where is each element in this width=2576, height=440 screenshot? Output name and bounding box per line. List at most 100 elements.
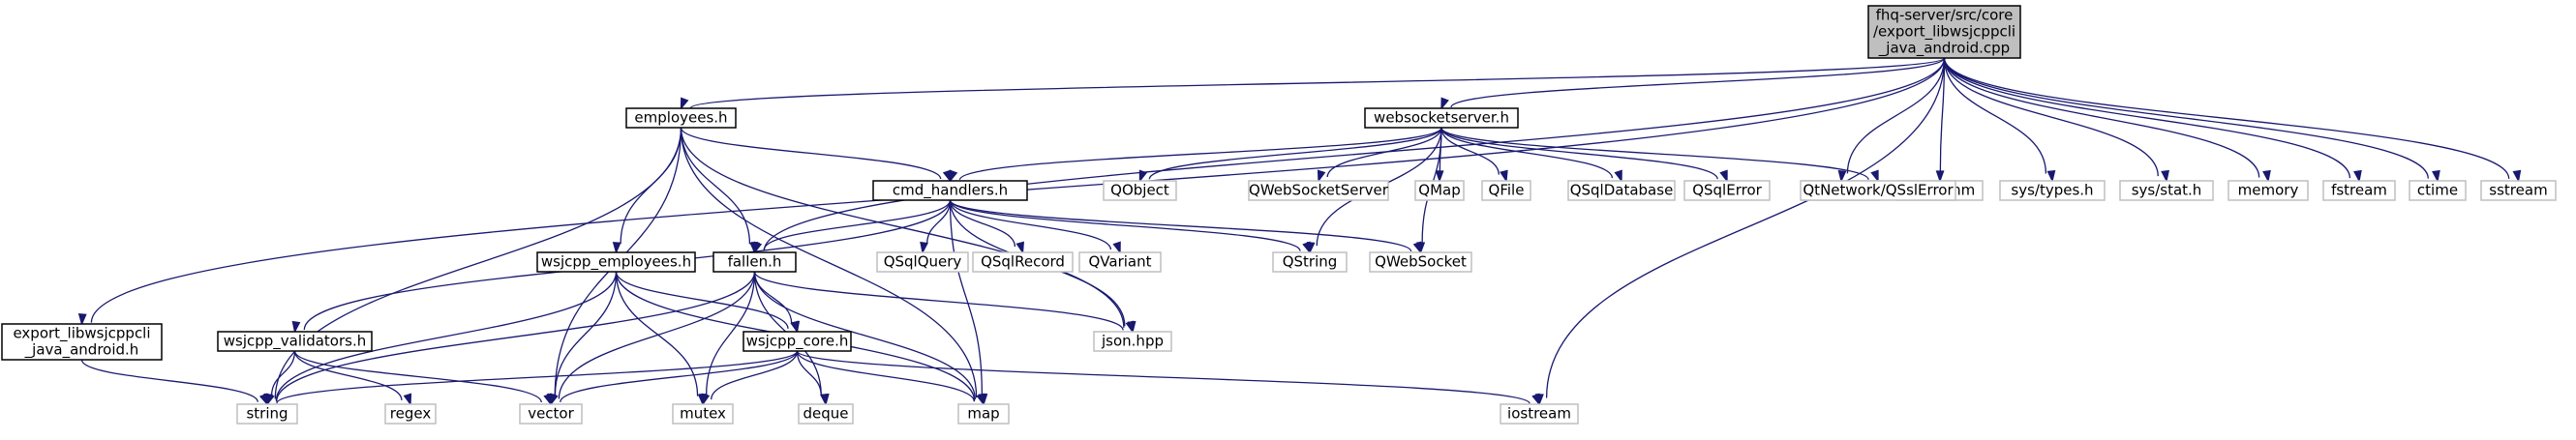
node-websocketserver-h[interactable]: websocketserver.h — [1364, 107, 1519, 129]
node-box — [1567, 180, 1676, 201]
node-qvariant: QVariant — [1078, 251, 1162, 273]
edge-wsjcpp-employees-h-to-vector — [547, 271, 618, 406]
node-label: sys/stat.h — [2132, 182, 2202, 199]
edge-websocketserver-h-to-qsqldatabase — [1440, 127, 1622, 183]
node-vector: vector — [519, 403, 583, 425]
node-wsjcpp-employees-h[interactable]: wsjcpp_employees.h — [536, 251, 696, 273]
node-label: map — [967, 405, 999, 423]
node-export-h[interactable]: export_libwsjcppcli_java_android.h — [1, 323, 163, 361]
edge-fallen-h-to-json-hpp — [753, 271, 1135, 334]
node-box — [1272, 251, 1348, 273]
node-label: regex — [390, 405, 432, 423]
node-box — [1800, 180, 1956, 201]
node-label: iostream — [1507, 405, 1571, 423]
node-fstream: fstream — [2322, 180, 2396, 201]
edge-websocketserver-h-to-qsqlerror — [1440, 127, 1728, 183]
node-qstring: QString — [1272, 251, 1348, 273]
node-box — [625, 107, 737, 129]
edge-root-to-sstream — [1943, 57, 2522, 183]
node-label: export_libwsjcppcli — [13, 325, 150, 343]
node-label: wsjcpp_validators.h — [224, 333, 366, 351]
node-box — [742, 331, 852, 352]
node-sys-types-h: sys/types.h — [1999, 180, 2106, 201]
node-wsjcpp-validators-h[interactable]: wsjcpp_validators.h — [217, 331, 373, 352]
node-label: string — [246, 405, 288, 423]
node-box — [1867, 5, 2021, 59]
node-box — [384, 403, 437, 425]
node-label: QtNetwork/QSslError — [1803, 182, 1954, 199]
node-qobject: QObject — [1103, 180, 1177, 201]
edge-wsjcpp-core-h-to-deque — [796, 350, 829, 406]
node-label: QVariant — [1088, 253, 1151, 271]
node-qfile: QFile — [1481, 180, 1531, 201]
edge-cmd-handlers-h-to-qstring — [949, 199, 1311, 254]
node-label: QSqlError — [1692, 182, 1762, 199]
node-fallen-h[interactable]: fallen.h — [712, 251, 797, 273]
node-sstream: sstream — [2480, 180, 2557, 201]
node-box — [217, 331, 373, 352]
node-qsqlrecord: QSqlRecord — [972, 251, 1074, 273]
edge-root-to-memory — [1943, 57, 2271, 183]
node-label: QWebSocket — [1375, 253, 1467, 271]
node-box — [1481, 180, 1531, 201]
node-label: fallen.h — [728, 253, 782, 271]
edge-root-to-algorithm — [1935, 57, 1946, 183]
node-label: websocketserver.h — [1374, 109, 1509, 127]
node-memory: memory — [2227, 180, 2309, 201]
node-qsqlerror: QSqlError — [1683, 180, 1771, 201]
node-label: fhq-server/src/core — [1876, 7, 2014, 24]
node-box — [2227, 180, 2309, 201]
node-cmd-handlers-h[interactable]: cmd_handlers.h — [872, 180, 1028, 201]
node-employees-h[interactable]: employees.h — [625, 107, 737, 129]
node-label: QFile — [1489, 182, 1525, 199]
node-label: QSqlRecord — [981, 253, 1065, 271]
node-ctime: ctime — [2409, 180, 2467, 201]
node-label: /export_libwsjcppcli — [1873, 23, 2015, 42]
node-box — [876, 251, 969, 273]
edge-employees-h-to-wsjcpp-employees-h — [612, 127, 682, 254]
node-root[interactable]: fhq-server/src/core/export_libwsjcppcli_… — [1867, 5, 2021, 59]
node-label: cmd_handlers.h — [893, 182, 1008, 200]
node-label: sstream — [2489, 182, 2547, 199]
node-box — [1248, 180, 1389, 201]
node-box — [1364, 107, 1519, 129]
node-mutex: mutex — [672, 403, 734, 425]
node-box — [1093, 331, 1172, 352]
node-box — [1999, 180, 2106, 201]
node-map: map — [957, 403, 1010, 425]
node-iostream: iostream — [1500, 403, 1579, 425]
node-label: fstream — [2331, 182, 2387, 199]
node-box — [1103, 180, 1177, 201]
node-box — [2119, 180, 2214, 201]
node-box — [2480, 180, 2557, 201]
node-box — [957, 403, 1010, 425]
edge-websocketserver-h-to-cmd-handlers-h — [949, 127, 1442, 183]
node-label: mutex — [680, 405, 726, 423]
edge-wsjcpp-core-h-to-vector — [550, 350, 799, 406]
node-label: _java_android.h — [24, 341, 139, 360]
edge-wsjcpp-core-h-to-mutex — [701, 350, 799, 406]
edge-fallen-h-to-vector — [547, 271, 756, 406]
edge-root-to-fallen-h — [751, 57, 1946, 254]
node-box — [2409, 180, 2467, 201]
edge-websocketserver-h-to-qwebsocketserver — [1317, 127, 1442, 183]
node-box — [1683, 180, 1771, 201]
edge-root-to-sys-types-h — [1943, 57, 2056, 183]
edge-root-to-ctime — [1943, 57, 2440, 183]
node-qsqldatabase: QSqlDatabase — [1567, 180, 1676, 201]
edge-wsjcpp-validators-h-to-vector — [293, 350, 552, 406]
nodes-layer: fhq-server/src/core/export_libwsjcppcli _… — [1, 5, 2557, 425]
edge-fallen-h-to-wsjcpp-core-h — [753, 271, 801, 334]
edge-wsjcpp-core-h-to-string — [266, 350, 799, 406]
node-label: deque — [803, 405, 848, 423]
edge-root-to-employees-h — [680, 57, 1946, 110]
node-box — [536, 251, 696, 273]
node-regex: regex — [384, 403, 437, 425]
node-label: QSqlQuery — [884, 253, 962, 271]
node-label: QWebSocketServer — [1249, 182, 1389, 199]
node-wsjcpp-core-h[interactable]: wsjcpp_core.h — [742, 331, 852, 352]
node-qsqlquery: QSqlQuery — [876, 251, 969, 273]
node-sys-stat-h: sys/stat.h — [2119, 180, 2214, 201]
node-deque: deque — [798, 403, 854, 425]
